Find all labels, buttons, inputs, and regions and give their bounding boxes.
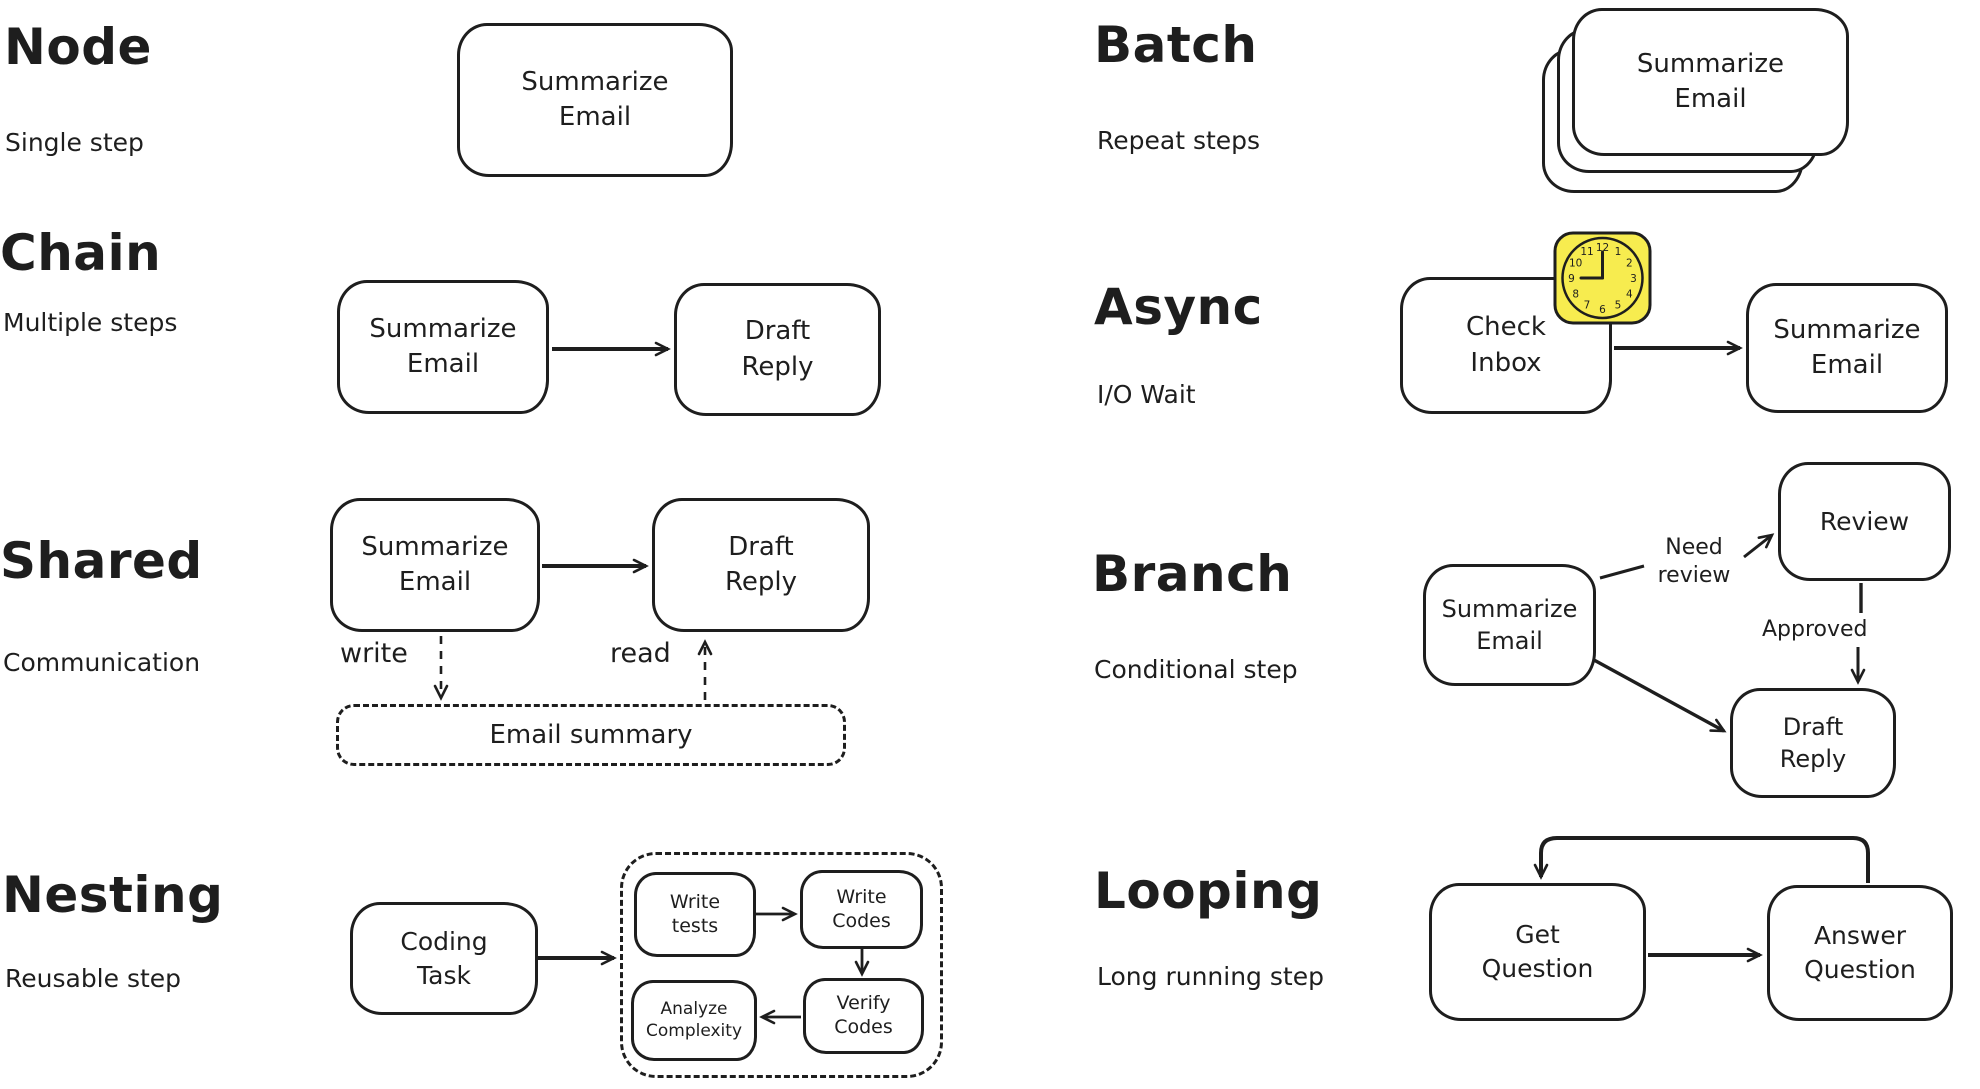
svg-text:8: 8	[1572, 289, 1579, 301]
box-label-line: Question	[1804, 955, 1916, 984]
box-label-line: Write	[836, 885, 887, 908]
box-label-line: Analyze	[660, 999, 728, 1020]
box-label-line: Reply	[741, 351, 814, 382]
clock-icon: 12 1 2 3 4 5 6 7 8 9 10 11	[1553, 231, 1652, 325]
box-label-line: Email	[1810, 350, 1884, 380]
svg-text:7: 7	[1584, 300, 1591, 312]
async-summarize-email-box: Summarize Email	[1746, 283, 1948, 413]
arrow-branch-need-review-head	[1743, 533, 1775, 559]
box-label-line: Reply	[1779, 745, 1847, 773]
box-label-line: Summarize	[1773, 314, 1921, 345]
looping-get-question-box: Get Question	[1429, 883, 1646, 1021]
box-label-line: Question	[1481, 954, 1594, 983]
clock-face-circle	[1561, 236, 1644, 320]
branch-section-title: Branch	[1092, 545, 1293, 603]
branch-approved-label: Approved	[1762, 617, 1868, 642]
box-label-line: tests	[671, 914, 719, 937]
batch-summarize-email-box: Summarize Email	[1572, 8, 1849, 156]
box-label-line: Email	[398, 567, 472, 597]
async-section-title: Async	[1094, 278, 1263, 336]
clock-numerals: 12 1 2 3 4 5 6 7 8 9 10 11	[1568, 242, 1637, 316]
box-label-line: Reply	[724, 567, 797, 597]
box-label-line: Answer	[1813, 921, 1907, 951]
svg-text:3: 3	[1630, 273, 1637, 285]
shared-section-subtitle: Communication	[3, 648, 201, 677]
svg-text:4: 4	[1626, 289, 1633, 301]
shared-email-summary-store: Email summary	[336, 704, 846, 766]
chain-section-subtitle: Multiple steps	[3, 308, 178, 337]
nesting-flow-container	[620, 852, 943, 1078]
nesting-coding-task-box: Coding Task	[350, 902, 538, 1015]
node-summarize-email-box: Summarize Email	[457, 23, 733, 177]
box-label-line: Write	[669, 890, 721, 913]
shared-read-label: read	[610, 638, 671, 669]
box-label-line: Summarize	[1636, 48, 1785, 79]
chain-section-title: Chain	[0, 224, 162, 282]
shared-write-label: write	[340, 638, 408, 669]
box-label-line: Draft	[744, 316, 811, 347]
box-label-line: Summarize	[361, 531, 509, 562]
branch-draft-reply-box: Draft Reply	[1730, 688, 1896, 798]
nesting-verify-codes-box: Verify Codes	[803, 978, 924, 1054]
box-label-line: Review	[1819, 506, 1910, 536]
label-line: review	[1657, 562, 1731, 588]
arrow-branch-summarize-to-draft	[1593, 658, 1727, 733]
box-label-line: Email	[558, 102, 632, 132]
box-label-line: Task	[417, 960, 471, 990]
box-label-line: Summarize	[1441, 594, 1578, 623]
nesting-write-codes-box: Write Codes	[800, 870, 923, 949]
box-label-line: Email	[1476, 627, 1543, 655]
label-line: Need	[1665, 535, 1723, 560]
arrow-branch-need-review-tail	[1599, 564, 1645, 580]
nesting-analyze-complexity-box: Analyze Complexity	[631, 980, 757, 1061]
node-section-title: Node	[4, 18, 152, 76]
chain-draft-reply-box: Draft Reply	[674, 283, 881, 416]
box-label-line: Email	[406, 349, 480, 379]
box-label-line: Verify	[836, 992, 891, 1015]
async-section-subtitle: I/O Wait	[1097, 380, 1196, 409]
looping-section-title: Looping	[1094, 862, 1323, 920]
box-label-line: Coding	[400, 926, 488, 956]
box-label-line: Summarize	[369, 313, 517, 344]
box-label-line: Summarize	[521, 66, 669, 97]
svg-text:10: 10	[1569, 258, 1582, 270]
svg-text:2: 2	[1626, 258, 1633, 270]
box-label-line: Email	[1674, 84, 1747, 114]
nesting-write-tests-box: Write tests	[634, 872, 756, 957]
box-label-line: Draft	[728, 531, 794, 562]
nesting-section-subtitle: Reusable step	[5, 964, 182, 993]
looping-answer-question-box: Answer Question	[1767, 885, 1953, 1021]
shared-draft-reply-box: Draft Reply	[652, 498, 870, 632]
svg-text:1: 1	[1615, 246, 1622, 258]
box-label-line: Get	[1515, 920, 1560, 950]
box-label-line: Codes	[834, 1016, 893, 1038]
box-label-line: Inbox	[1470, 347, 1542, 378]
shared-summarize-email-box: Summarize Email	[330, 498, 540, 632]
box-label-line: Codes	[832, 909, 891, 932]
node-section-subtitle: Single step	[5, 128, 144, 157]
batch-section-subtitle: Repeat steps	[1097, 126, 1261, 155]
branch-summarize-email-box: Summarize Email	[1423, 564, 1596, 686]
looping-section-subtitle: Long running step	[1097, 962, 1324, 991]
box-label-line: Check	[1466, 312, 1546, 343]
svg-text:12: 12	[1596, 242, 1609, 254]
nesting-section-title: Nesting	[2, 866, 224, 924]
branch-need-review-label: Need review	[1648, 534, 1740, 589]
box-label-line: Draft	[1782, 712, 1844, 741]
branch-review-box: Review	[1778, 462, 1951, 581]
svg-text:11: 11	[1580, 246, 1593, 258]
chain-summarize-email-box: Summarize Email	[337, 280, 549, 414]
store-label: Email summary	[489, 720, 693, 750]
svg-text:6: 6	[1599, 304, 1606, 316]
svg-text:9: 9	[1568, 273, 1575, 285]
branch-section-subtitle: Conditional step	[1094, 655, 1298, 684]
box-label-line: Complexity	[645, 1020, 742, 1041]
svg-text:5: 5	[1615, 300, 1622, 312]
shared-section-title: Shared	[0, 532, 203, 590]
arrow-looping-answer-back-to-get	[1533, 836, 1870, 883]
batch-section-title: Batch	[1094, 16, 1258, 74]
